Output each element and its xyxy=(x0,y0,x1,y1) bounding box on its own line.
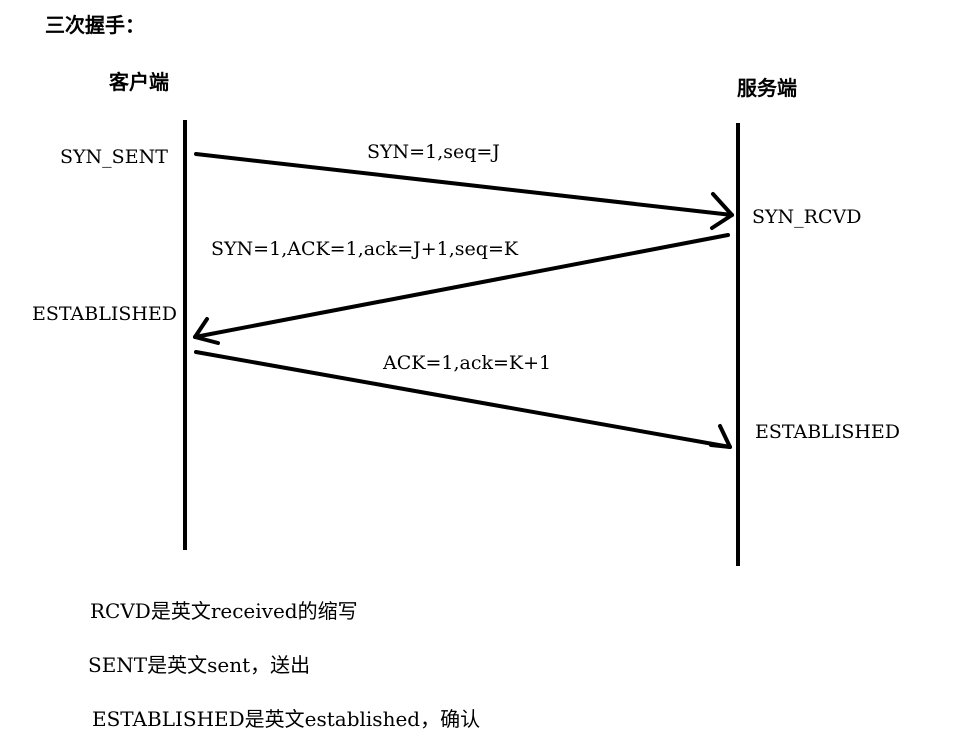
ack-arrowhead xyxy=(709,424,732,449)
message-label-syn: SYN=1,seq=J xyxy=(367,141,500,163)
server-state-established: ESTABLISHED xyxy=(755,421,901,443)
ack-arrow xyxy=(194,350,732,449)
client-label: 客户端 xyxy=(109,70,169,94)
message-label-ack: ACK=1,ack=K+1 xyxy=(383,352,552,374)
client-state-established: ESTABLISHED xyxy=(32,303,178,325)
message-label-syn-ack: SYN=1,ACK=1,ack=J+1,seq=K xyxy=(211,238,519,260)
server-state-syn-rcvd: SYN_RCVD xyxy=(752,206,862,228)
note-sent: SENT是英文sent，送出 xyxy=(88,653,311,677)
syn-arrow xyxy=(194,152,734,217)
syn-ack-arrowhead xyxy=(193,317,220,345)
note-established: ESTABLISHED是英文established，确认 xyxy=(92,707,481,731)
syn-arrowhead xyxy=(710,192,734,230)
client-state-syn-sent: SYN_SENT xyxy=(60,146,168,168)
diagram-title: 三次握手： xyxy=(45,13,145,37)
syn-ack-arrow xyxy=(193,233,730,339)
server-label: 服务端 xyxy=(737,76,797,100)
note-rcvd: RCVD是英文received的缩写 xyxy=(90,599,358,623)
